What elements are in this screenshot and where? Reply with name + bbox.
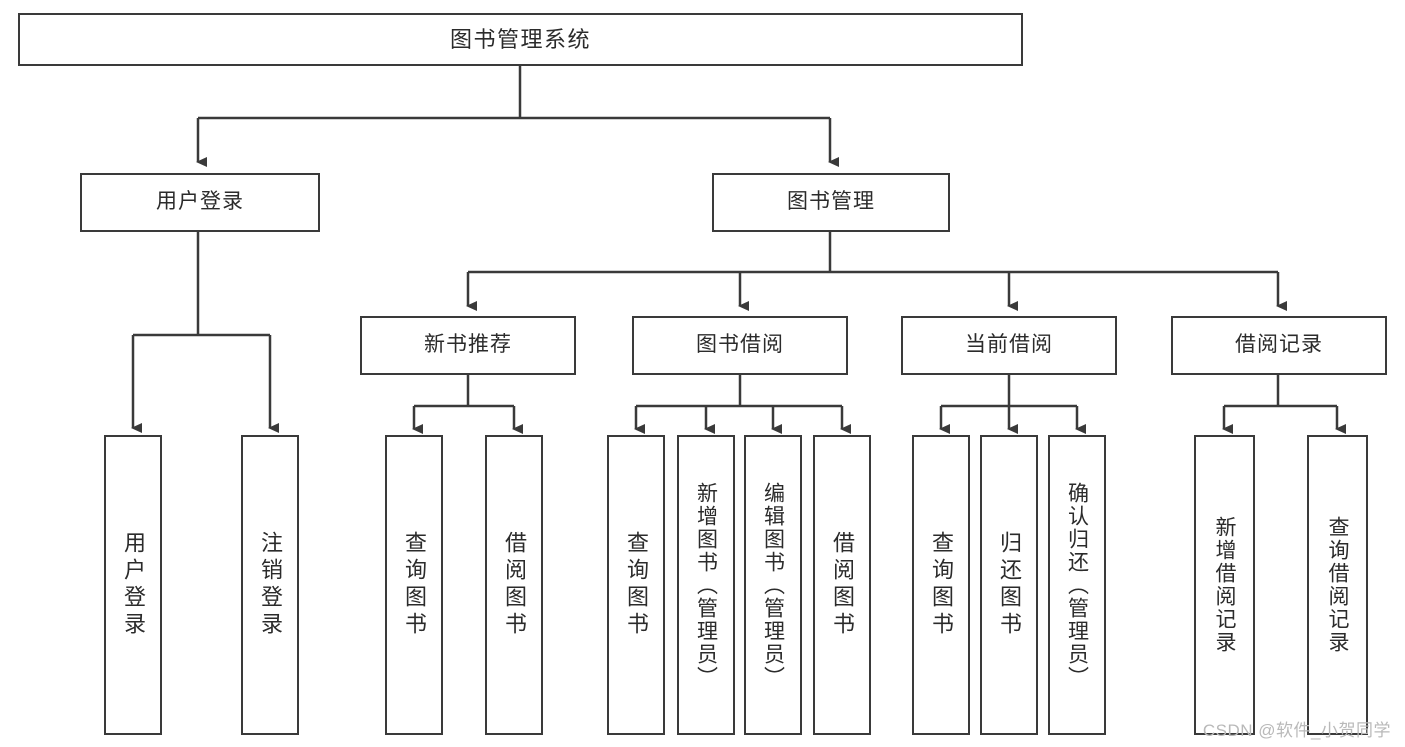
node-leaf-query-book-2[interactable]: 查询图书 <box>607 435 665 735</box>
node-root[interactable]: 图书管理系统 <box>18 13 1023 66</box>
node-borrow-record[interactable]: 借阅记录 <box>1171 316 1387 375</box>
node-leaf-query-book-1[interactable]: 查询图书 <box>385 435 443 735</box>
node-book-borrow-label: 图书借阅 <box>696 333 784 357</box>
node-book-management-label: 图书管理 <box>787 190 875 214</box>
node-leaf-confirm-return-label: 确认归还（管理员） <box>1065 481 1089 689</box>
node-book-borrow[interactable]: 图书借阅 <box>632 316 848 375</box>
node-leaf-borrow-book-1-label: 借阅图书 <box>502 531 527 639</box>
node-leaf-borrow-book-1[interactable]: 借阅图书 <box>485 435 543 735</box>
node-user-login-label: 用户登录 <box>156 190 244 214</box>
node-leaf-logout-login-label: 注销登录 <box>258 531 283 639</box>
watermark-text: CSDN @软件_小贺同学 <box>1202 721 1391 740</box>
node-new-book-recommend[interactable]: 新书推荐 <box>360 316 576 375</box>
node-current-borrow-label: 当前借阅 <box>965 333 1053 357</box>
node-book-management[interactable]: 图书管理 <box>712 173 950 232</box>
node-leaf-logout-login[interactable]: 注销登录 <box>241 435 299 735</box>
node-leaf-query-record-label: 查询借阅记录 <box>1326 516 1349 654</box>
node-new-book-recommend-label: 新书推荐 <box>424 333 512 357</box>
node-leaf-query-book-1-label: 查询图书 <box>402 531 427 639</box>
node-leaf-return-book-label: 归还图书 <box>997 531 1022 639</box>
node-leaf-add-book-label: 新增图书（管理员） <box>694 481 718 689</box>
node-leaf-query-record[interactable]: 查询借阅记录 <box>1307 435 1368 735</box>
node-current-borrow[interactable]: 当前借阅 <box>901 316 1117 375</box>
node-leaf-user-login[interactable]: 用户登录 <box>104 435 162 735</box>
node-leaf-query-book-3-label: 查询图书 <box>929 531 954 639</box>
node-leaf-edit-book-label: 编辑图书（管理员） <box>761 481 785 689</box>
node-borrow-record-label: 借阅记录 <box>1235 333 1323 357</box>
node-leaf-add-record[interactable]: 新增借阅记录 <box>1194 435 1255 735</box>
node-leaf-add-book[interactable]: 新增图书（管理员） <box>677 435 735 735</box>
node-leaf-borrow-book-2-label: 借阅图书 <box>830 531 855 639</box>
node-leaf-query-book-2-label: 查询图书 <box>624 531 649 639</box>
node-leaf-return-book[interactable]: 归还图书 <box>980 435 1038 735</box>
node-leaf-user-login-label: 用户登录 <box>121 531 146 639</box>
node-leaf-confirm-return[interactable]: 确认归还（管理员） <box>1048 435 1106 735</box>
node-leaf-add-record-label: 新增借阅记录 <box>1213 516 1236 654</box>
node-leaf-borrow-book-2[interactable]: 借阅图书 <box>813 435 871 735</box>
node-root-label: 图书管理系统 <box>449 26 591 52</box>
node-user-login[interactable]: 用户登录 <box>80 173 320 232</box>
node-leaf-edit-book[interactable]: 编辑图书（管理员） <box>744 435 802 735</box>
node-leaf-query-book-3[interactable]: 查询图书 <box>912 435 970 735</box>
